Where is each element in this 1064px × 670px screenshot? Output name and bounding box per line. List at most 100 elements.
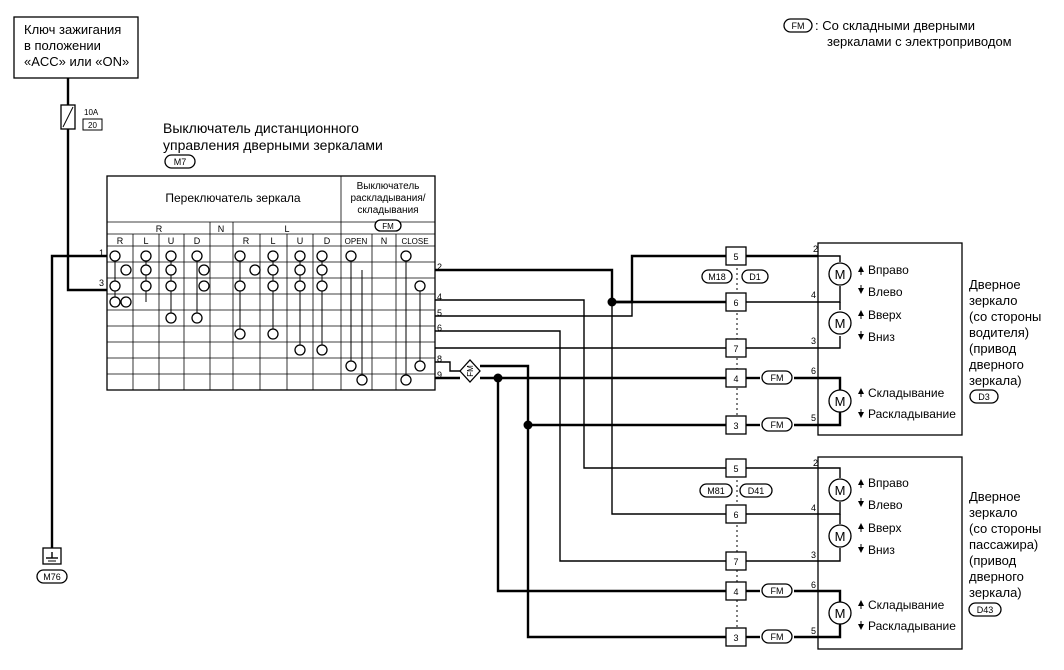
driver-pin-2: 2 — [813, 244, 818, 254]
driver-pin-5: 5 — [811, 413, 816, 423]
driver-pin-3: 3 — [811, 336, 816, 346]
group-n: N — [218, 224, 225, 234]
ground-symbol: M76 — [36, 547, 68, 584]
driver-label-1: Дверное — [969, 277, 1021, 292]
arrow-down-icon — [858, 624, 864, 630]
legend: FM : Со складными дверными зеркалами с э… — [783, 18, 1012, 49]
passenger-up-label: Вверх — [868, 521, 901, 535]
pin-9: 9 — [437, 370, 442, 380]
arrow-down-icon — [858, 334, 864, 340]
passenger-motor-3-label: M — [835, 606, 846, 621]
power-wiring — [50, 129, 107, 548]
ground-connector: M76 — [43, 572, 61, 582]
passenger-motor-horizontal-icon — [828, 478, 852, 502]
legend-fm-tag: FM — [792, 21, 805, 31]
passenger-left-label: Влево — [868, 498, 903, 512]
driver-connector: D3 — [978, 392, 990, 402]
arrow-down-icon — [858, 547, 864, 553]
passenger-motor-2-label: M — [835, 529, 846, 544]
passenger-label-3: (со стороны — [969, 521, 1041, 536]
driver-unfold-label: Раскладывание — [868, 407, 956, 421]
col-l-l: L — [270, 236, 275, 246]
switch-pins: 1 3 2 4 5 6 8 9 — [99, 248, 442, 380]
arrow-up-icon — [858, 388, 864, 394]
col-fold-n: N — [381, 236, 388, 246]
ignition-line-1: Ключ зажигания — [24, 22, 121, 37]
driver-mirror: 2 4 3 6 5 M M M Вправо Влево Вверх В — [811, 242, 963, 436]
col-r-l: L — [143, 236, 148, 246]
passenger-pin-6: 6 — [811, 580, 816, 590]
passenger-motor-fold-icon — [828, 601, 852, 625]
passenger-label-4: пассажира) — [969, 537, 1038, 552]
lower-pin-3: 3 — [733, 633, 738, 643]
col-r-u: U — [168, 236, 175, 246]
legend-fm-tag-shape — [783, 18, 813, 33]
main-wiring — [435, 254, 818, 639]
passenger-label-5: (привод — [969, 553, 1017, 568]
driver-label-4: водителя) — [969, 325, 1029, 340]
fold-switch-label-2: раскладывания/ — [350, 193, 425, 204]
passenger-unfold-label: Раскладывание — [868, 619, 956, 633]
col-r-r: R — [117, 236, 124, 246]
passenger-label-7: зеркала) — [969, 585, 1022, 600]
lower-connector-right: D41 — [748, 486, 765, 496]
upper-pin-6: 6 — [733, 298, 738, 308]
arrow-up-icon — [858, 479, 864, 485]
arrow-up-icon — [858, 266, 864, 272]
upper-pin-5: 5 — [733, 252, 738, 262]
passenger-pin-5: 5 — [811, 626, 816, 636]
passenger-mirror-label: Дверное зеркало (со стороны пассажира) (… — [968, 489, 1041, 617]
passenger-label-2: зеркало — [969, 505, 1017, 520]
remote-switch-connector: M7 — [174, 157, 187, 167]
passenger-motor-1-label: M — [835, 483, 846, 498]
upper-fm-tag-2: FM — [771, 420, 784, 430]
driver-motor-3-label: M — [835, 394, 846, 409]
arrow-down-icon — [858, 288, 864, 294]
pin-4: 4 — [437, 292, 442, 302]
fuse: 10A 20 — [60, 78, 103, 131]
passenger-mirror: 2 4 3 6 5 M M M Вправо Влево Вверх Вниз … — [811, 456, 963, 650]
driver-label-6: дверного — [969, 357, 1024, 372]
driver-up-label: Вверх — [868, 308, 901, 322]
fold-switch-label-1: Выключатель — [357, 181, 420, 192]
lower-fm-tag-1: FM — [771, 586, 784, 596]
driver-pin-4: 4 — [811, 290, 816, 300]
ignition-line-3: «ACC» или «ON» — [24, 54, 129, 69]
passenger-fold-label: Складывание — [868, 598, 945, 612]
pin-2: 2 — [437, 262, 442, 272]
passenger-label-6: дверного — [969, 569, 1024, 584]
driver-motor-vertical-icon — [828, 311, 852, 335]
upper-pin-7: 7 — [733, 344, 738, 354]
passenger-motor-vertical-icon — [828, 524, 852, 548]
switch-contacts — [109, 250, 426, 386]
driver-label-3: (со стороны — [969, 309, 1041, 324]
legend-line-1: : Со складными дверными — [815, 18, 975, 33]
upper-connector-left: M18 — [708, 272, 726, 282]
col-close: CLOSE — [401, 237, 428, 246]
pin-1: 1 — [99, 248, 104, 258]
remote-switch-title: Выключатель дистанционного управления дв… — [163, 120, 383, 169]
lower-pin-5: 5 — [733, 464, 738, 474]
switch-fm-label: FM — [466, 365, 475, 377]
legend-line-2: зеркалами с электроприводом — [827, 34, 1012, 49]
driver-down-label: Вниз — [868, 330, 895, 344]
lower-pin-6: 6 — [733, 510, 738, 520]
connector-lower: 5 M81 D41 6 7 4 3 FM FM — [699, 458, 793, 647]
lower-pin-7: 7 — [733, 557, 738, 567]
mirror-switch-label: Переключатель зеркала — [165, 191, 301, 205]
driver-pin-6: 6 — [811, 366, 816, 376]
switch-table: Переключатель зеркала Выключатель раскла… — [106, 175, 436, 391]
remote-switch-title-2: управления дверными зеркалами — [163, 137, 383, 153]
arrow-down-icon — [858, 501, 864, 507]
driver-motor-horizontal-icon — [828, 262, 852, 286]
driver-label-5: (привод — [969, 341, 1017, 356]
passenger-connector: D43 — [977, 605, 994, 615]
lower-pin-4: 4 — [733, 587, 738, 597]
passenger-pin-3: 3 — [811, 550, 816, 560]
switch-fm-tag: FM — [459, 359, 481, 383]
arrow-down-icon — [858, 412, 864, 418]
col-l-d: D — [324, 236, 331, 246]
ignition-line-2: в положении — [24, 38, 101, 53]
upper-connector-right: D1 — [749, 272, 761, 282]
